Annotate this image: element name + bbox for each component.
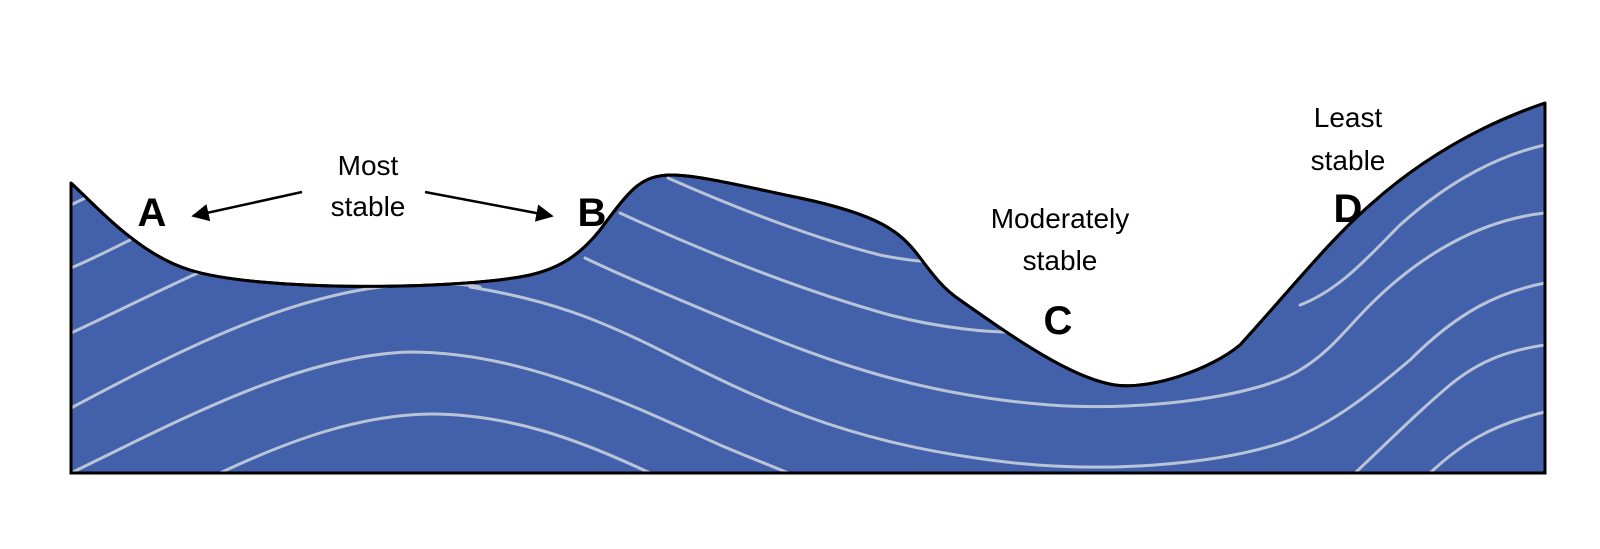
bedding-line bbox=[468, 281, 1545, 469]
bedding-line bbox=[71, 270, 202, 335]
bedding-line bbox=[666, 176, 942, 264]
bedding-line bbox=[1353, 343, 1545, 473]
most-stable-line2: stable bbox=[331, 191, 406, 222]
arrow-to-b bbox=[424, 190, 554, 222]
most-stable-line1: Most bbox=[338, 150, 399, 181]
bedding-line bbox=[618, 211, 1022, 334]
moderately-stable-line1: Moderately bbox=[991, 203, 1130, 234]
bedding-line bbox=[218, 412, 652, 473]
label-c: C bbox=[1044, 299, 1073, 343]
label-a: A bbox=[138, 191, 167, 235]
least-stable-line2: stable bbox=[1311, 145, 1386, 176]
bedding-line bbox=[71, 238, 132, 270]
base-outline bbox=[69, 103, 1547, 475]
moderately-stable-line2: stable bbox=[1023, 245, 1098, 276]
bedding-line bbox=[1428, 410, 1545, 473]
bedding-line bbox=[583, 211, 1545, 409]
label-d: D bbox=[1334, 187, 1363, 231]
bedding-layers bbox=[71, 143, 1545, 473]
bedding-line bbox=[1298, 143, 1545, 307]
arrow-to-a bbox=[191, 190, 303, 222]
ground-surface-outline bbox=[69, 101, 1546, 388]
least-stable-line1: Least bbox=[1314, 102, 1383, 133]
label-b: B bbox=[578, 191, 607, 235]
bedding-line bbox=[71, 350, 802, 473]
